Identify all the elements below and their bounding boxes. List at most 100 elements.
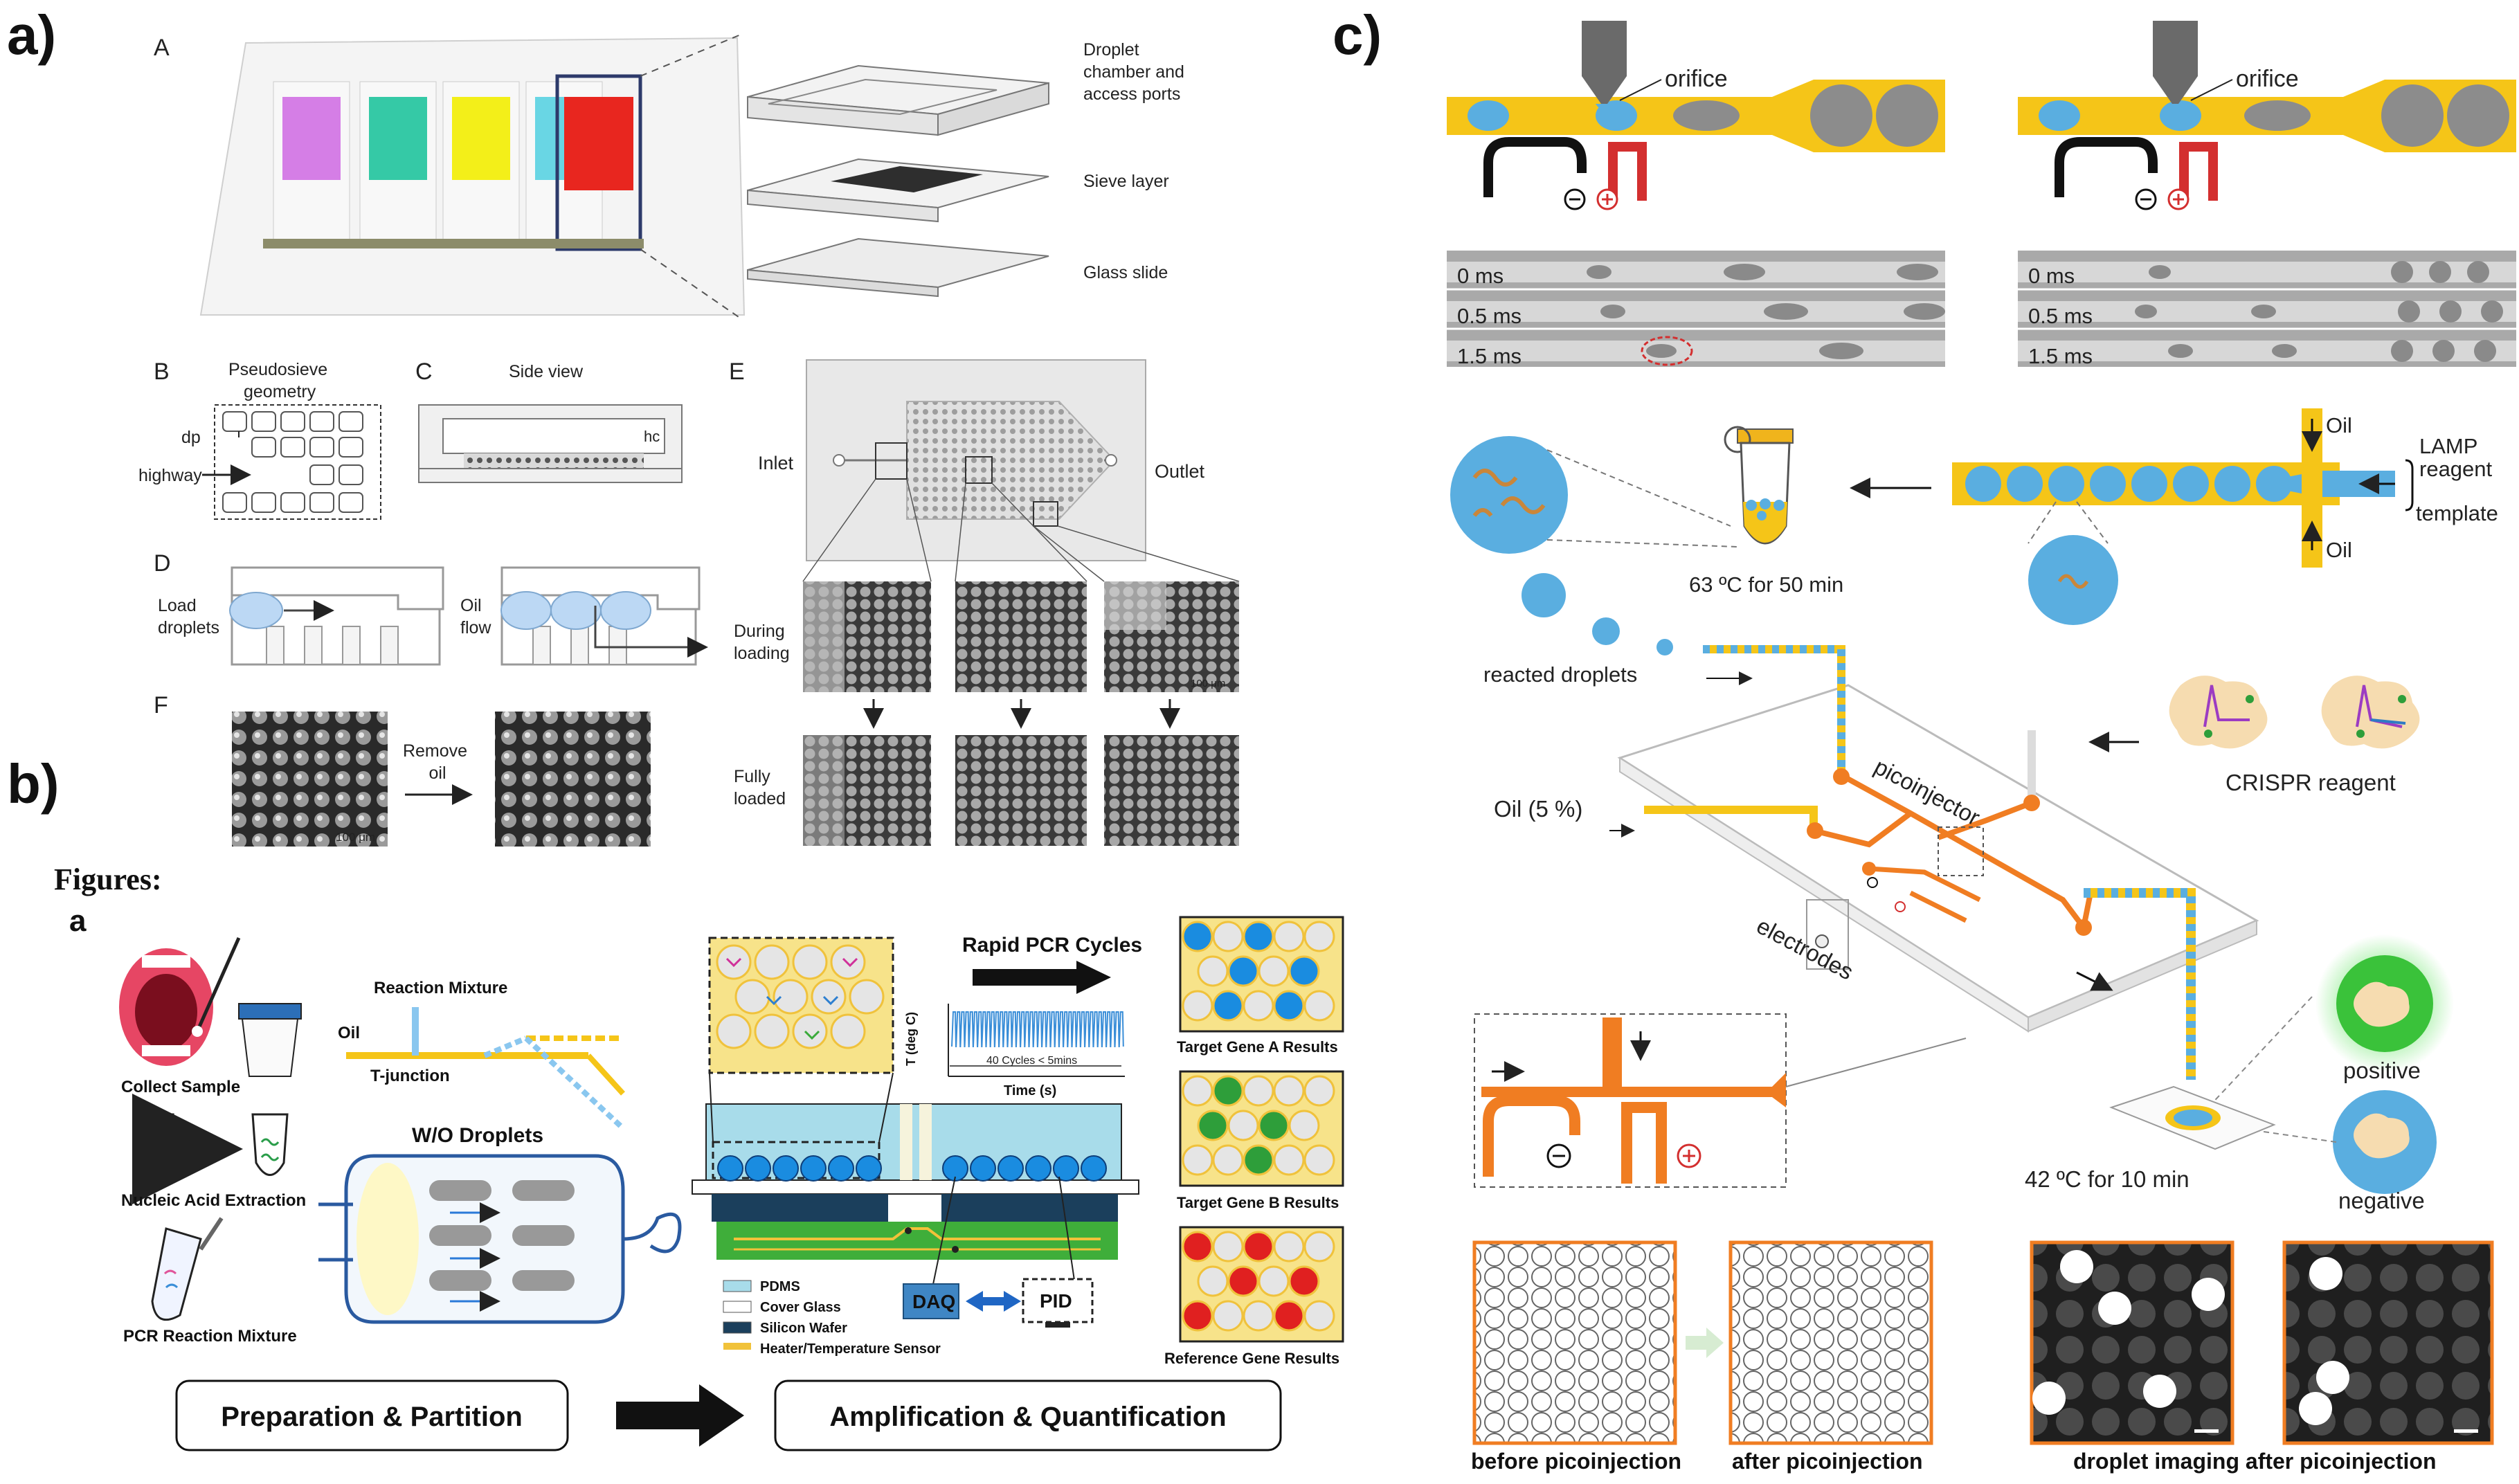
incubation-42-label: 42 ºC for 10 min — [2025, 1166, 2190, 1192]
time-15ms-right: 1.5 ms — [2028, 344, 2093, 368]
result-droplet — [1273, 990, 1305, 1022]
template-label: template — [2416, 501, 2498, 525]
result-droplet — [1227, 1110, 1259, 1141]
result-droplet — [1258, 1110, 1290, 1141]
workflow-arrow — [616, 1384, 744, 1447]
reacted-droplets-label: reacted droplets — [1483, 662, 1637, 687]
daq-label: DAQ — [912, 1291, 955, 1312]
legend-cover-glass: Cover Glass — [760, 1300, 841, 1315]
exploded-layers — [747, 64, 1049, 298]
rapid-pcr-label: Rapid PCR Cycles — [962, 934, 1142, 957]
result-droplet — [1197, 1265, 1229, 1297]
pcr-mixture-label: PCR Reaction Mixture — [123, 1327, 297, 1346]
result-droplet — [1273, 1300, 1305, 1332]
subfigure-a-label: a — [69, 904, 87, 938]
before-after-arrow — [1686, 1328, 1724, 1358]
load-droplets-label: Load droplets — [158, 596, 219, 637]
result-droplet — [1243, 1144, 1274, 1176]
positive-label: positive — [2343, 1058, 2421, 1083]
time-15ms-left: 1.5 ms — [1457, 344, 1522, 368]
during-loading-images: 100 μm — [803, 581, 1239, 692]
result-droplet — [1273, 1144, 1305, 1176]
incubation-tube — [1724, 426, 1794, 545]
subpanel-A-label: A — [154, 35, 170, 61]
sieve-layer-label: Sieve layer — [1083, 172, 1169, 191]
picoinjector-schematic-right — [2018, 21, 2516, 210]
result-droplet — [1197, 955, 1229, 987]
subpanel-B-label: B — [154, 359, 170, 385]
result-droplet — [1273, 921, 1305, 952]
result-droplet — [1303, 921, 1335, 952]
legend-silicon-wafer: Silicon Wafer — [760, 1321, 847, 1336]
subpanel-E-label: E — [729, 359, 745, 385]
daq-pid-controls: DAQ PID — [903, 1278, 1094, 1328]
result-droplet — [1227, 1265, 1259, 1297]
timelapse-strips-left: 0 ms 0.5 ms 1.5 ms — [1447, 251, 1945, 368]
droplet-chamber-label: Droplet chamber and access ports — [1083, 40, 1189, 104]
scale-bar-e: 100 μm — [1191, 678, 1225, 689]
wo-droplets-chamber — [318, 1154, 682, 1324]
result-droplet — [1182, 1144, 1213, 1176]
amp-quant-box — [774, 1379, 1282, 1451]
result-droplet — [1182, 990, 1213, 1022]
pid-label: PID — [1040, 1290, 1072, 1312]
temperature-plot — [948, 1004, 1125, 1077]
results-grid-b — [1179, 1070, 1344, 1187]
result-droplet — [1182, 1231, 1213, 1263]
subpanel-D-label: D — [154, 550, 171, 577]
detection-readout — [2207, 934, 2454, 1194]
result-droplet — [1303, 1144, 1335, 1176]
load-droplets-diagram — [229, 566, 444, 666]
target-a-label: Target Gene A Results — [1177, 1038, 1338, 1056]
result-droplet — [1182, 921, 1213, 952]
panel-a-label: a) — [7, 4, 56, 66]
result-droplet — [1243, 1300, 1274, 1332]
panel-b-label: b) — [7, 753, 60, 815]
material-legend: PDMS Cover Glass Silicon Wafer Heater/Te… — [723, 1279, 941, 1357]
side-view-diagram — [418, 404, 683, 483]
junction-zoom-box — [1474, 1013, 1967, 1188]
oil-flow-label: Oil flow — [460, 596, 491, 637]
result-droplet — [1243, 990, 1274, 1022]
sample-cup-icon — [238, 1003, 302, 1077]
side-view-label: Side view — [509, 362, 584, 381]
hc-label: hc — [644, 428, 660, 445]
target-b-label: Target Gene B Results — [1177, 1194, 1339, 1211]
subpanel-C-label: C — [415, 359, 433, 385]
prep-partition-label: Preparation & Partition — [221, 1402, 523, 1432]
droplet-imaging-left — [2030, 1240, 2234, 1445]
after-picoinjection-image — [1728, 1240, 1933, 1445]
result-droplet — [1212, 1300, 1244, 1332]
timelapse-strips-right: 0 ms 0.5 ms 1.5 ms — [2018, 251, 2516, 368]
amp-quant-label: Amplification & Quantification — [829, 1402, 1226, 1432]
results-grid-a — [1179, 916, 1344, 1033]
oil-label-b: Oil — [338, 1024, 360, 1042]
inlet-label: Inlet — [758, 453, 794, 473]
picoinjector-chip — [1617, 645, 2259, 1080]
scale-bar-f: 100 μm — [336, 831, 375, 844]
fully-loaded-images — [803, 735, 1239, 846]
loading-arrows — [863, 699, 1180, 729]
collect-sample-label: Collect Sample — [121, 1078, 240, 1096]
before-picoinjection-label: before picoinjection — [1471, 1449, 1681, 1474]
result-droplet — [1212, 990, 1244, 1022]
rapid-pcr-arrow — [973, 961, 1111, 994]
result-droplet — [1288, 1110, 1320, 1141]
time-05ms-left: 0.5 ms — [1457, 304, 1522, 328]
before-remove-oil-image — [232, 712, 388, 847]
result-droplet — [1303, 990, 1335, 1022]
reference-label: Reference Gene Results — [1164, 1350, 1339, 1367]
result-droplet — [1212, 921, 1244, 952]
partition-inset — [708, 936, 894, 1074]
result-droplet — [1212, 1075, 1244, 1107]
highway-label: highway — [138, 466, 202, 485]
after-picoinjection-label: after picoinjection — [1732, 1449, 1923, 1474]
result-droplet — [1303, 1231, 1335, 1263]
result-droplet — [1258, 955, 1290, 987]
oil-top-label: Oil — [2326, 413, 2352, 437]
negative-label: negative — [2338, 1188, 2425, 1213]
time-0ms-left: 0 ms — [1457, 264, 1504, 288]
time-05ms-right: 0.5 ms — [2028, 304, 2093, 328]
lamp-reagent-label: LAMP reagent — [2419, 434, 2493, 481]
lamp-droplet-generator — [1952, 408, 2414, 625]
